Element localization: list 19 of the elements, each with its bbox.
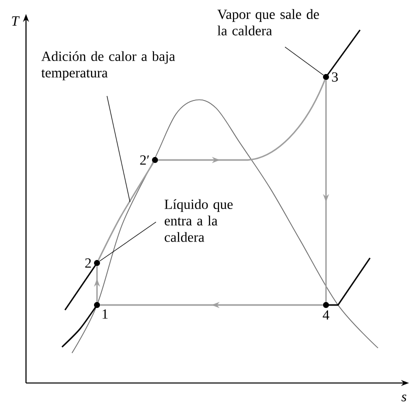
callout-text: Líquido que entra a la caldera [164, 199, 233, 242]
node-label: 4 [322, 310, 330, 320]
state-point: 1 [94, 302, 108, 319]
axis-label: s [401, 394, 406, 402]
axis-label: T [12, 16, 20, 26]
leader-line [106, 96, 130, 202]
state-point: 4 [322, 302, 330, 320]
state-point: 3 [323, 72, 338, 82]
node-label: 3 [332, 72, 338, 82]
node-label: 2 [85, 258, 91, 268]
leader-line [99, 222, 156, 262]
leader-line [284, 46, 324, 76]
process-line [98, 162, 154, 260]
callout-text: Adición de calor a baja temperatura [41, 51, 176, 80]
callout-text: Vapor que sale de la caldera [217, 9, 319, 36]
state-point: 2 [85, 258, 100, 268]
node-label: 1 [102, 309, 108, 319]
state-point: 2′ [140, 155, 158, 165]
node-label: 2′ [140, 155, 149, 165]
